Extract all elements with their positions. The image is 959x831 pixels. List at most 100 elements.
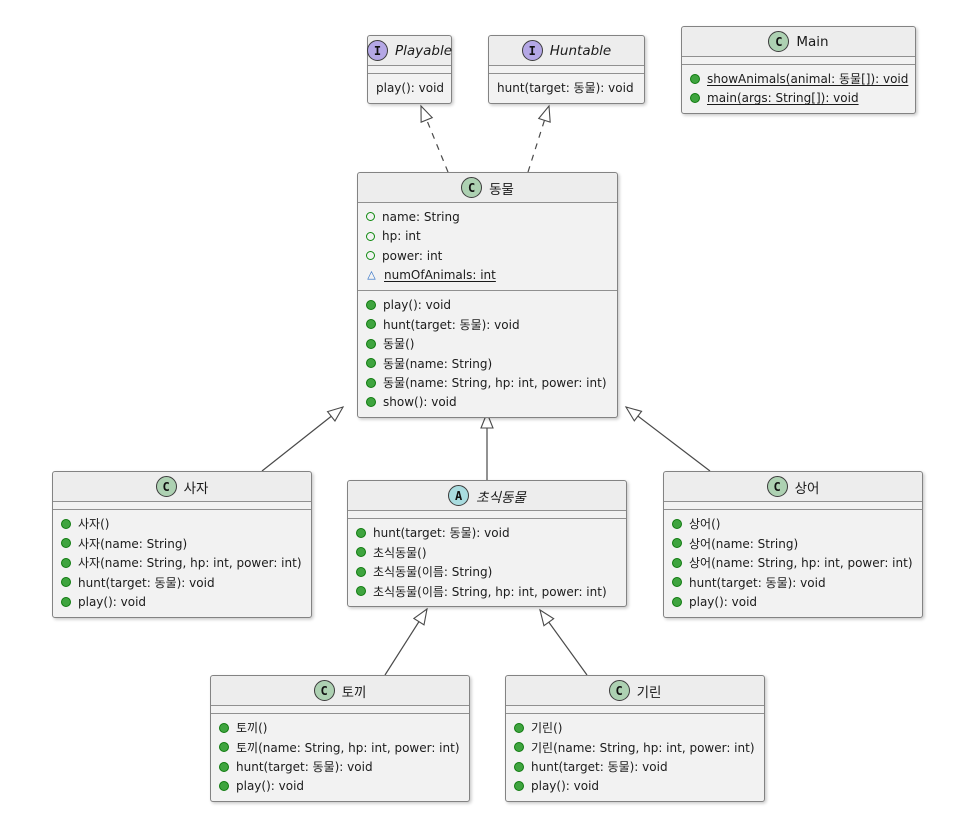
- class-title: 상어: [794, 480, 820, 497]
- public-method-icon: [356, 586, 366, 597]
- member-text: 토끼(name: String, hp: int, power: int): [236, 740, 460, 755]
- member-row: play(): void: [376, 78, 444, 98]
- public-method-icon: [356, 566, 366, 577]
- member-text: show(): void: [383, 395, 457, 410]
- public-static-method-icon: [690, 93, 700, 104]
- member-row: 초식동물(이름: String, hp: int, power: int): [356, 582, 618, 602]
- class-header: C 기린: [506, 676, 764, 706]
- member-text: play(): void: [236, 779, 305, 794]
- public-method-icon: [219, 742, 229, 753]
- member-text: power: int: [382, 248, 443, 263]
- class-box-huntable: I Huntable hunt(target: 동물): void: [488, 35, 645, 104]
- member-row: main(args: String[]): void: [690, 89, 907, 109]
- member-text: name: String: [382, 209, 460, 224]
- member-text: 사자(): [78, 517, 110, 532]
- class-title: 기린: [636, 684, 662, 701]
- member-row: 사자(name: String, hp: int, power: int): [61, 553, 303, 573]
- public-method-icon: [61, 557, 71, 568]
- member-row: 상어(name: String): [672, 534, 914, 554]
- public-method-icon: [366, 397, 376, 408]
- member-row: 사자(): [61, 514, 303, 534]
- member-row: 초식동물(): [356, 543, 618, 563]
- class-title: 토끼: [341, 684, 367, 701]
- interface-icon: I: [521, 40, 543, 61]
- public-method-icon: [514, 742, 524, 753]
- class-header: C 사자: [53, 472, 311, 502]
- class-icon: C: [155, 476, 177, 497]
- member-row: 기린(): [514, 718, 756, 738]
- class-box-lion: C 사자 사자() 사자(name: String) 사자(name: String…: [52, 471, 312, 618]
- member-text: play(): void: [689, 594, 758, 609]
- fields-compartment-empty: [682, 57, 915, 65]
- member-row: showAnimals(animal: 동물[]): void: [690, 69, 908, 89]
- member-row: hunt(target: 동물): void: [366, 315, 609, 335]
- member-text: main(args: String[]): void: [707, 91, 859, 106]
- member-text: 사자(name: String): [78, 536, 188, 551]
- class-icon: C: [768, 31, 790, 52]
- methods-compartment: play(): void hunt(target: 동물): void 동물() 동물…: [358, 291, 617, 417]
- public-method-icon: [356, 527, 366, 538]
- methods-compartment: hunt(target: 동물): void: [489, 74, 644, 103]
- methods-compartment: play(): void: [368, 74, 451, 103]
- fields-compartment-empty: [664, 502, 922, 510]
- member-text: 동물(): [383, 337, 415, 352]
- member-row: play(): void: [672, 592, 914, 612]
- methods-compartment: 토끼() 토끼(name: String, hp: int, power: int…: [211, 714, 469, 801]
- public-method-icon: [514, 781, 524, 792]
- member-row: name: String: [366, 207, 609, 227]
- public-method-icon: [61, 577, 71, 588]
- methods-compartment: hunt(target: 동물): void 초식동물() 초식동물(이름: Str…: [348, 519, 626, 606]
- class-header: C Main: [682, 27, 915, 57]
- member-text: 사자(name: String, hp: int, power: int): [78, 556, 302, 571]
- fields-compartment-empty: [53, 502, 311, 510]
- public-static-method-icon: [690, 73, 700, 84]
- member-text: 기린(name: String, hp: int, power: int): [531, 740, 755, 755]
- realization-arrow-animal-huntable: [527, 104, 551, 173]
- member-row: play(): void: [61, 592, 303, 612]
- inheritance-arrow-rabbit-herbivore: [384, 607, 428, 676]
- public-method-icon: [672, 557, 682, 568]
- member-row: hunt(target: 동물): void: [356, 523, 618, 543]
- public-field-icon: [366, 231, 375, 241]
- public-method-icon: [672, 518, 682, 529]
- member-row: hunt(target: 동물): void: [497, 78, 636, 98]
- public-method-icon: [672, 538, 682, 549]
- class-icon: C: [461, 177, 483, 198]
- member-text: hunt(target: 동물): void: [497, 81, 634, 96]
- realization-arrow-animal-playable: [420, 104, 449, 173]
- member-row: 동물(name: String): [366, 354, 609, 374]
- member-text: 초식동물(): [373, 545, 427, 560]
- member-text: 동물(name: String, hp: int, power: int): [383, 376, 607, 391]
- member-row: 동물(): [366, 334, 609, 354]
- member-row: show(): void: [366, 393, 609, 413]
- member-text: numOfAnimals: int: [384, 268, 496, 283]
- member-text: play(): void: [383, 297, 452, 312]
- member-text: hunt(target: 동물): void: [531, 760, 668, 775]
- class-box-rabbit: C 토끼 토끼() 토끼(name: String, hp: int, power…: [210, 675, 470, 802]
- public-method-icon: [219, 761, 229, 772]
- public-method-icon: [356, 547, 366, 558]
- inheritance-arrow-shark-animal: [624, 406, 711, 472]
- member-row: 초식동물(이름: String): [356, 562, 618, 582]
- member-row: power: int: [366, 246, 609, 266]
- member-row: hunt(target: 동물): void: [61, 573, 303, 593]
- public-method-icon: [366, 358, 376, 369]
- member-text: play(): void: [78, 594, 147, 609]
- member-text: 초식동물(이름: String, hp: int, power: int): [373, 584, 607, 599]
- fields-compartment-empty: [489, 66, 644, 74]
- class-header: C 토끼: [211, 676, 469, 706]
- fields-compartment-empty: [348, 511, 626, 519]
- member-row: 토끼(): [219, 718, 461, 738]
- class-title: 초식동물: [476, 489, 526, 506]
- member-row: hunt(target: 동물): void: [219, 757, 461, 777]
- methods-compartment: 상어()상어(name: String)상어(name: String, hp:…: [664, 510, 922, 617]
- methods-compartment: 사자() 사자(name: String) 사자(name: String, hp:…: [53, 510, 311, 617]
- member-text: hp: int: [382, 229, 421, 244]
- fields-compartment-empty: [211, 706, 469, 714]
- class-icon: C: [766, 476, 788, 497]
- member-row: hunt(target: 동물): void: [514, 757, 756, 777]
- public-field-icon: [366, 251, 375, 261]
